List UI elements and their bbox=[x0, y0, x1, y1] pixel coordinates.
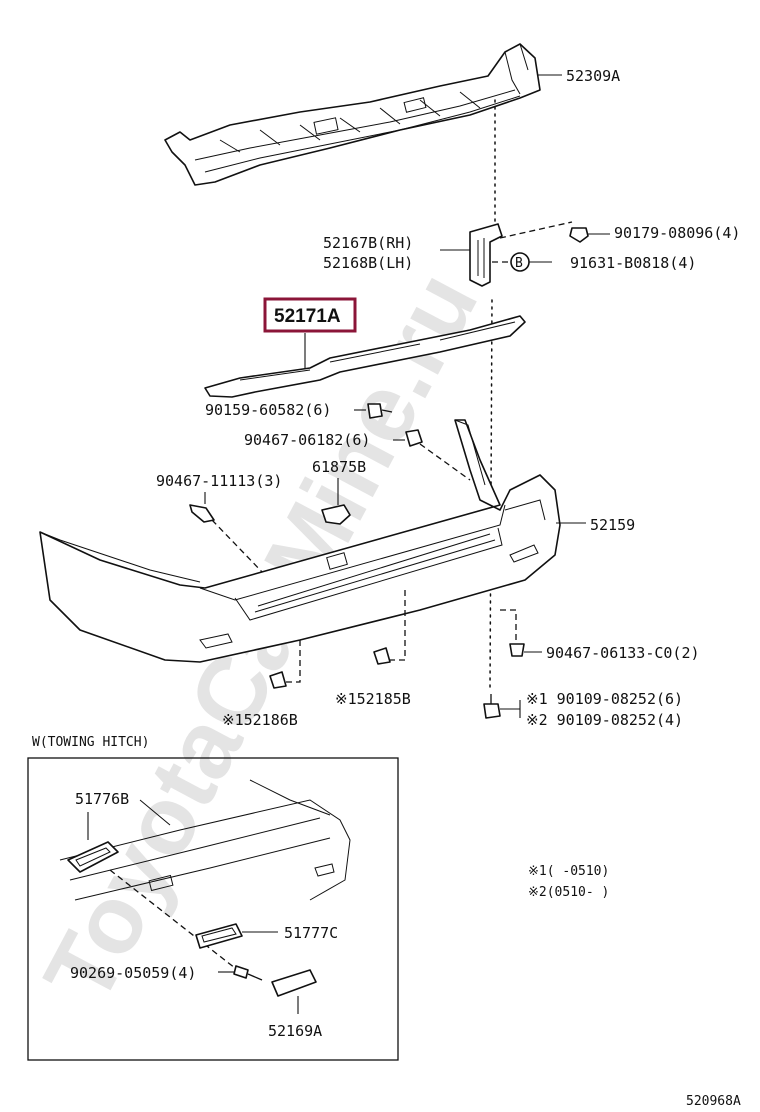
mark-b: B bbox=[515, 256, 523, 271]
section-title: W(TOWING HITCH) bbox=[32, 735, 149, 750]
label-90109-1[interactable]: ※1 90109-08252(6) bbox=[526, 690, 683, 708]
inset-frame bbox=[27, 757, 399, 1061]
bolt-90109-icon[interactable] bbox=[483, 694, 501, 719]
label-52167B[interactable]: 52167B(RH) bbox=[323, 234, 413, 252]
cap-61875B-icon[interactable] bbox=[321, 504, 351, 525]
hitch-cover-51777C-icon[interactable] bbox=[195, 923, 243, 949]
clip-90467-06182-icon[interactable] bbox=[405, 429, 423, 447]
clip-90467-11113-icon[interactable] bbox=[189, 504, 215, 523]
clip-90467-06133-icon[interactable] bbox=[509, 643, 525, 657]
label-52159[interactable]: 52159 bbox=[590, 516, 635, 534]
inset-bumper-sketch bbox=[59, 779, 351, 901]
label-52185B[interactable]: ※152185B bbox=[335, 690, 411, 708]
bumper-bracket-part[interactable] bbox=[469, 223, 503, 287]
hitch-cap-52169A-icon[interactable] bbox=[271, 969, 317, 997]
label-52169A[interactable]: 52169A bbox=[268, 1022, 322, 1040]
dash-90467-11113 bbox=[211, 519, 266, 576]
label-90179[interactable]: 90179-08096(4) bbox=[614, 224, 740, 242]
dash-90179 bbox=[499, 221, 573, 239]
label-90467-06133[interactable]: 90467-06133-C0(2) bbox=[546, 644, 700, 662]
label-52309A[interactable]: 52309A bbox=[566, 67, 620, 85]
label-51777C[interactable]: 51777C bbox=[284, 924, 338, 942]
diagram-id: 520968A bbox=[686, 1094, 741, 1109]
dash-51776B bbox=[109, 869, 241, 973]
note-1: ※1( -0510) bbox=[528, 864, 609, 879]
bolt-90159-icon[interactable] bbox=[367, 403, 393, 419]
label-61875B[interactable]: 61875B bbox=[312, 458, 366, 476]
dash-90467-06182 bbox=[419, 443, 471, 481]
label-52168B[interactable]: 52168B(LH) bbox=[323, 254, 413, 272]
label-91631[interactable]: 91631-B0818(4) bbox=[570, 254, 696, 272]
clip-52186B-icon[interactable] bbox=[269, 671, 287, 689]
dash-90467-06133 bbox=[500, 609, 517, 640]
label-90109-2[interactable]: ※2 90109-08252(4) bbox=[526, 711, 683, 729]
label-52171A[interactable]: 52171A bbox=[274, 306, 341, 327]
note-2: ※2(0510- ) bbox=[528, 885, 609, 900]
label-90159[interactable]: 90159-60582(6) bbox=[205, 401, 331, 419]
rear-bumper-part[interactable] bbox=[39, 419, 561, 663]
label-90467-11113[interactable]: 90467-11113(3) bbox=[156, 472, 282, 490]
label-90269[interactable]: 90269-05059(4) bbox=[70, 964, 196, 982]
dash-52186B bbox=[280, 640, 301, 683]
alignment-line-lower bbox=[489, 299, 493, 691]
nut-90179-icon[interactable] bbox=[569, 227, 589, 243]
screw-90269-icon[interactable] bbox=[233, 965, 263, 981]
bumper-reinforcement-part[interactable] bbox=[204, 315, 526, 398]
hitch-bezel-51776B-icon[interactable] bbox=[67, 841, 119, 873]
label-90467-06182[interactable]: 90467-06182(6) bbox=[244, 431, 370, 449]
highlight-52171A bbox=[263, 297, 357, 333]
dash-52185B bbox=[385, 590, 406, 661]
label-52186B[interactable]: ※152186B bbox=[222, 711, 298, 729]
under-cover-part[interactable] bbox=[164, 43, 541, 186]
label-51776B[interactable]: 51776B bbox=[75, 790, 129, 808]
clip-52185B-icon[interactable] bbox=[373, 647, 391, 665]
